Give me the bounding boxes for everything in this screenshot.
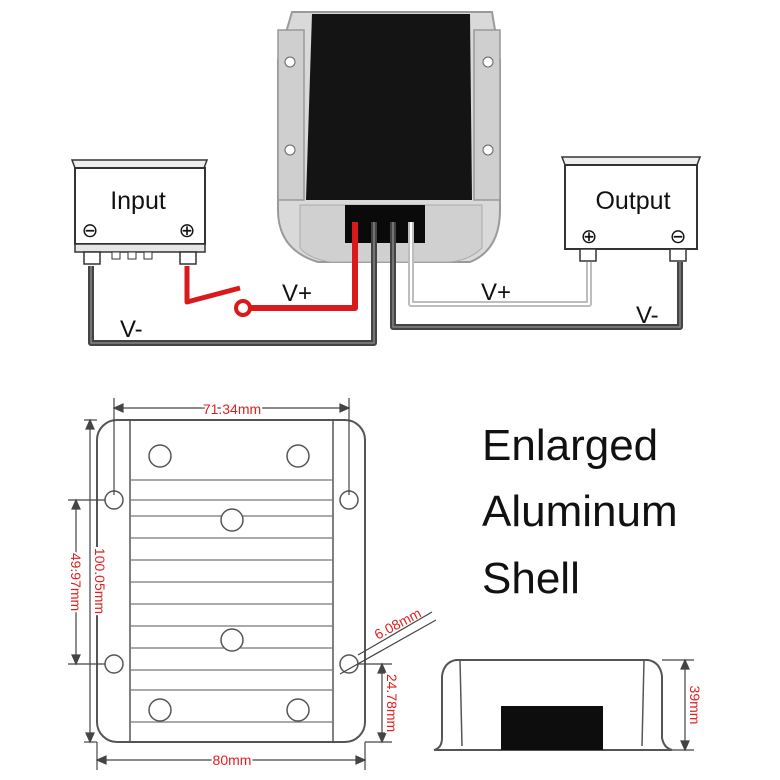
dimension-lines <box>68 398 437 770</box>
input-negative-wire <box>88 222 377 346</box>
vplus-left-label: V+ <box>282 280 312 307</box>
screw-icon <box>286 444 310 468</box>
mount-hole-icon <box>284 144 296 156</box>
input-label: Input <box>110 187 166 215</box>
input-terminal-box: Input ⊖ ⊕ <box>70 159 209 265</box>
vminus-left-label: V- <box>120 316 143 343</box>
vminus-right-label: V- <box>636 302 659 329</box>
output-positive-icon: ⊕ <box>581 226 598 248</box>
headline-line-2: Aluminum <box>482 487 678 536</box>
dim-hole-offset: 24.78mm <box>384 674 400 732</box>
screw-icon <box>286 698 310 722</box>
screw-icon <box>148 444 172 468</box>
side-height-dimension <box>662 658 694 752</box>
output-terminal-box: Output ⊕ ⊖ <box>560 156 702 262</box>
mount-hole-icon <box>104 654 124 674</box>
output-label: Output <box>595 187 670 215</box>
dim-width-outer: 80mm <box>213 752 252 768</box>
screw-icon <box>148 698 172 722</box>
mount-hole-icon <box>482 56 494 68</box>
vplus-right-label: V+ <box>481 279 511 306</box>
top-view-drawing <box>96 419 366 743</box>
dim-width-inner: 71.34mm <box>203 401 261 417</box>
dim-hole-diameter: 6.08mm <box>372 605 424 643</box>
switch-contact-icon <box>234 299 252 317</box>
screw-icon <box>220 628 244 652</box>
headline-line-3: Shell <box>482 554 580 603</box>
wires <box>88 222 683 346</box>
headline-line-1: Enlarged <box>482 421 659 470</box>
side-view-drawing <box>433 659 673 751</box>
screw-icon <box>220 508 244 532</box>
dim-side-height: 39mm <box>687 686 703 725</box>
dim-height-outer: 100.05mm <box>92 548 108 614</box>
input-positive-icon: ⊕ <box>179 220 196 242</box>
heatsink-fins <box>130 479 333 723</box>
input-positive-wire <box>248 222 358 311</box>
converter-unit <box>277 11 501 263</box>
output-negative-wire <box>390 222 683 330</box>
mount-hole-icon <box>339 654 359 674</box>
mount-hole-icon <box>284 56 296 68</box>
dim-height-hole-span: 49.97mm <box>68 553 84 611</box>
output-negative-icon: ⊖ <box>670 226 687 248</box>
input-negative-icon: ⊖ <box>82 220 99 242</box>
mount-hole-icon <box>482 144 494 156</box>
